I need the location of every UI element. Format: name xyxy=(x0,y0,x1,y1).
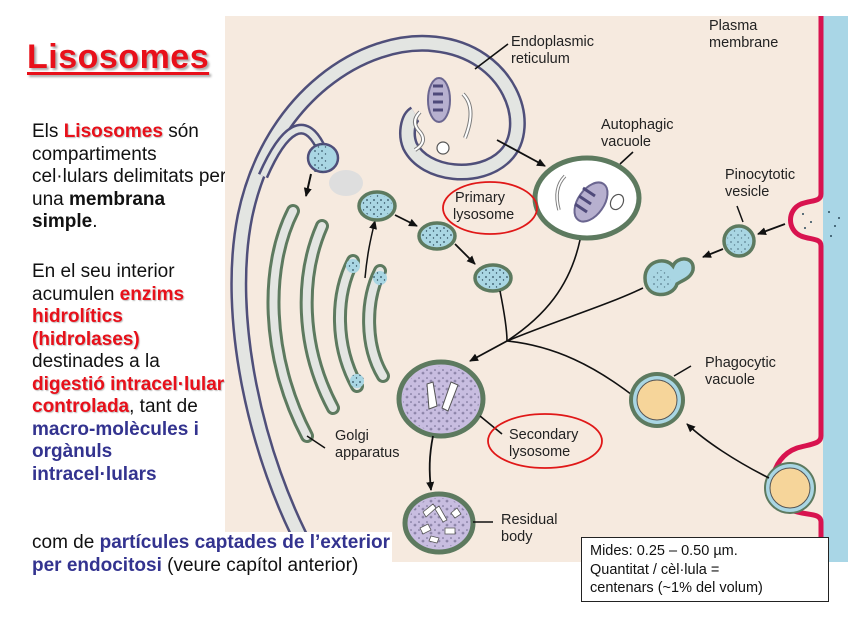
lysosome-diagram: Endoplasmic reticulum Plasma membrane Au… xyxy=(225,16,848,562)
slide-title: Lisosomes xyxy=(27,38,210,76)
primary-lysosome-highlight xyxy=(442,181,538,235)
fused-pinocytotic-vesicle xyxy=(643,257,695,297)
highlight-particules: partícules captades de l’exterior per en… xyxy=(32,532,390,576)
label-primary: Primary xyxy=(455,190,506,206)
label-plasma: Plasma xyxy=(709,18,758,34)
cytoplasm-background xyxy=(225,16,848,562)
label-primary-2: lysosome xyxy=(453,207,514,223)
label-golgi: Golgi xyxy=(335,428,369,444)
label-golgi-2: apparatus xyxy=(335,445,400,461)
intro-paragraph: Els Lisosomes són compartiments cel·lula… xyxy=(32,121,232,234)
label-pinocytotic-2: vesicle xyxy=(725,184,769,200)
label-secondary: Secondary xyxy=(509,427,579,443)
secondary-lysosome xyxy=(396,359,486,439)
label-autophagic: Autophagic xyxy=(601,117,674,133)
text-span: (veure capítol anterior) xyxy=(161,554,359,576)
info-quantity: Quantitat / cèl·lula = xyxy=(590,561,720,578)
label-residual-2: body xyxy=(501,529,533,545)
highlight-digestio: digestió intracel·lular controlada xyxy=(32,373,225,418)
label-phagocytic-2: vacuole xyxy=(705,372,755,388)
text-span: són compartiments cel·lulars delimitats … xyxy=(32,121,227,210)
text-span: . xyxy=(92,211,98,232)
pinocytotic-vesicle xyxy=(722,224,756,258)
pinocytosis-budding xyxy=(802,211,840,237)
info-box: Mides: 0.25 – 0.50 µm. Quantitat / cèl·l… xyxy=(581,537,829,602)
primary-lysosome-vesicles xyxy=(357,190,513,293)
label-er-2: reticulum xyxy=(511,51,570,67)
function-paragraph: En el seu interior acumulen enzims hidro… xyxy=(32,261,232,486)
phagocytic-vacuole xyxy=(629,372,685,428)
label-pinocytotic: Pinocytotic xyxy=(725,167,795,183)
extracellular-space xyxy=(823,16,848,562)
label-secondary-2: lysosome xyxy=(509,444,570,460)
text-span: com de xyxy=(32,532,100,553)
label-er: Endoplasmic xyxy=(511,34,594,50)
label-plasma-2: membrane xyxy=(709,35,778,51)
text-span: , tant de xyxy=(129,396,198,417)
function-paragraph-continued: com de partícules captades de l’exterior… xyxy=(32,532,392,577)
secondary-lysosome-highlight xyxy=(487,413,603,469)
phagocytosis-particle xyxy=(764,462,816,514)
golgi-apparatus xyxy=(266,204,390,443)
er-label-line xyxy=(474,43,509,70)
info-size: Mides: 0.25 – 0.50 µm. xyxy=(590,543,738,559)
highlight-enzims: enzims hidrolítics (hidrolases) xyxy=(32,283,185,350)
autophagic-vacuole xyxy=(532,155,642,241)
residual-body xyxy=(402,491,476,555)
highlight-lisosomes: Lisosomes xyxy=(63,121,163,142)
label-phagocytic: Phagocytic xyxy=(705,355,776,371)
highlight-macromolecules: macro-molècules i orgànuls intracel·lula… xyxy=(32,418,199,485)
text-span: Els xyxy=(32,121,64,142)
text-span: destinades a la xyxy=(32,351,160,372)
label-autophagic-2: vacuole xyxy=(601,134,651,150)
label-residual: Residual xyxy=(501,512,557,528)
highlight-membrana-simple: membrana simple xyxy=(32,188,166,233)
text-span: En el seu interior acumulen xyxy=(32,261,175,305)
info-volume: centenars (~1% del volum) xyxy=(590,580,763,596)
